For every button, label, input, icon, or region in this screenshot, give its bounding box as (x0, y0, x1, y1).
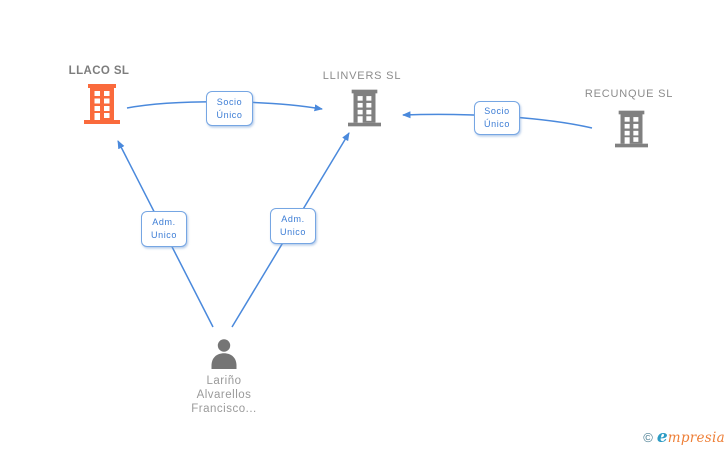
edge-label-socio-unico-recunque[interactable]: Socio Único (474, 101, 520, 135)
edge-label-line: Adm. (281, 214, 305, 224)
company-label-llinvers: LLINVERS SL (322, 70, 402, 82)
building-icon (615, 110, 648, 148)
person-name-line: Lariño (206, 375, 242, 387)
brand-initial: e (656, 427, 668, 447)
edge-label-line: Adm. (152, 217, 176, 227)
company-label-recunque: RECUNQUE SL (584, 88, 674, 100)
edge-label-line: Único (216, 109, 243, 120)
edge-label-line: Unico (279, 227, 306, 237)
company-node-recunque[interactable] (615, 109, 648, 154)
empresia-logo[interactable]: © e mpresia (643, 427, 725, 447)
edge-label-adm-unico-llaco[interactable]: Adm. Unico (141, 211, 187, 247)
person-node[interactable] (210, 339, 238, 374)
company-node-llaco[interactable] (84, 84, 120, 129)
edge-label-socio-unico-llaco[interactable]: Socio Único (206, 91, 253, 126)
person-name-line: Alvarellos (196, 389, 252, 401)
edge-label-line: Socio (484, 106, 510, 116)
person-name-line: Francisco... (191, 403, 257, 415)
person-icon (211, 339, 237, 369)
brand-name: mpresia (667, 430, 725, 446)
edge-label-line: Socio (216, 96, 243, 107)
person-name: Lariño Alvarellos Francisco... (149, 374, 299, 416)
edge-label-line: Unico (150, 230, 177, 240)
edge-label-adm-unico-llinvers[interactable]: Adm. Unico (270, 208, 316, 244)
edge-label-line: Único (483, 119, 510, 129)
company-node-llinvers[interactable] (348, 89, 381, 132)
copyright-symbol: © (643, 430, 653, 445)
company-label-llaco: LLACO SL (68, 65, 130, 77)
building-icon (84, 84, 120, 124)
building-icon (348, 89, 381, 127)
